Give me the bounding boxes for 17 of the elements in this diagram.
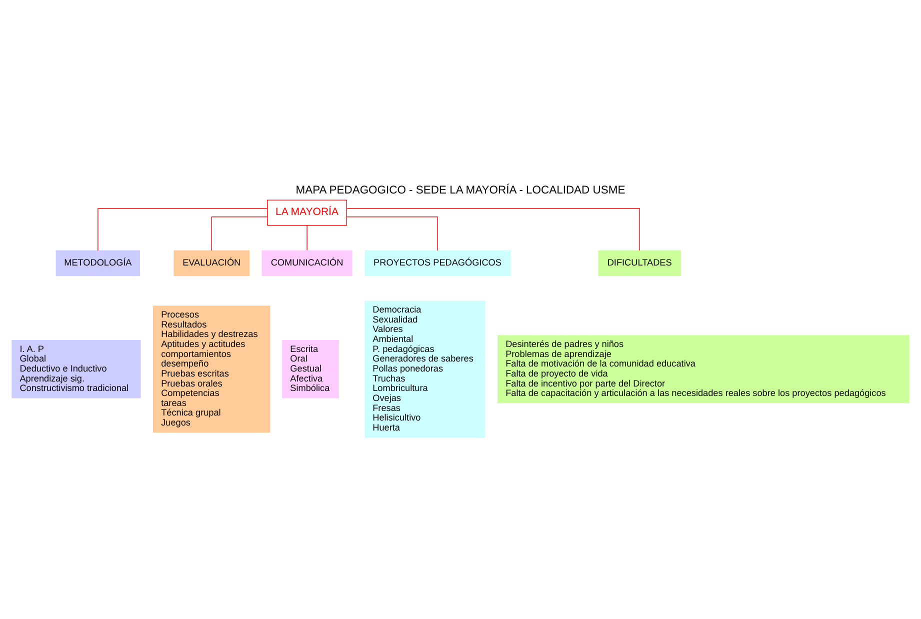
node-box: LA MAYORÍA xyxy=(267,200,348,226)
connector xyxy=(306,225,308,251)
node-box: I. A. P Global Deductivo e Inductivo Aprendizaje sig. Constructivismo tradicional xyxy=(12,340,141,398)
connector xyxy=(211,216,268,251)
connector xyxy=(346,208,640,251)
connector xyxy=(98,208,268,251)
connector xyxy=(346,216,438,251)
node-box: METODOLOGÍA xyxy=(56,250,140,276)
node-box: Escrita Oral Gestual Afectiva Simbólica xyxy=(282,340,339,398)
node-box: EVALUACIÓN xyxy=(174,250,250,276)
node-box: PROYECTOS PEDAGÓGICOS xyxy=(364,250,510,276)
diagram-title: MAPA PEDAGOGICO - SEDE LA MAYORÍA - LOCALIDAD USME xyxy=(296,184,626,197)
node-box: Desinterés de padres y niños Problemas de aprendizaje Falta de motivación de la comunidad educativa Falta de proyecto de vida Falta de incentivo por parte del Director Falta de capacitación y articulación a las necesidades reales sobre los proyectos pedagógicos xyxy=(498,335,910,404)
node-box: Democracia Sexualidad Valores Ambiental P. pedagógicas Generadores de saberes Pollas ponedoras Truchas Lombricultura Ovejas Fresas Helisicultivo Huerta xyxy=(364,300,486,438)
node-box: DIFICULTADES xyxy=(598,250,681,276)
node-box: Procesos Resultados Habilidades y destrezas Aptitudes y actitudes comportamientos desempeño Pruebas escritas Pruebas orales Competencias tareas Técnica grupal Juegos xyxy=(153,306,270,433)
node-box: COMUNICACIÓN xyxy=(262,250,352,276)
